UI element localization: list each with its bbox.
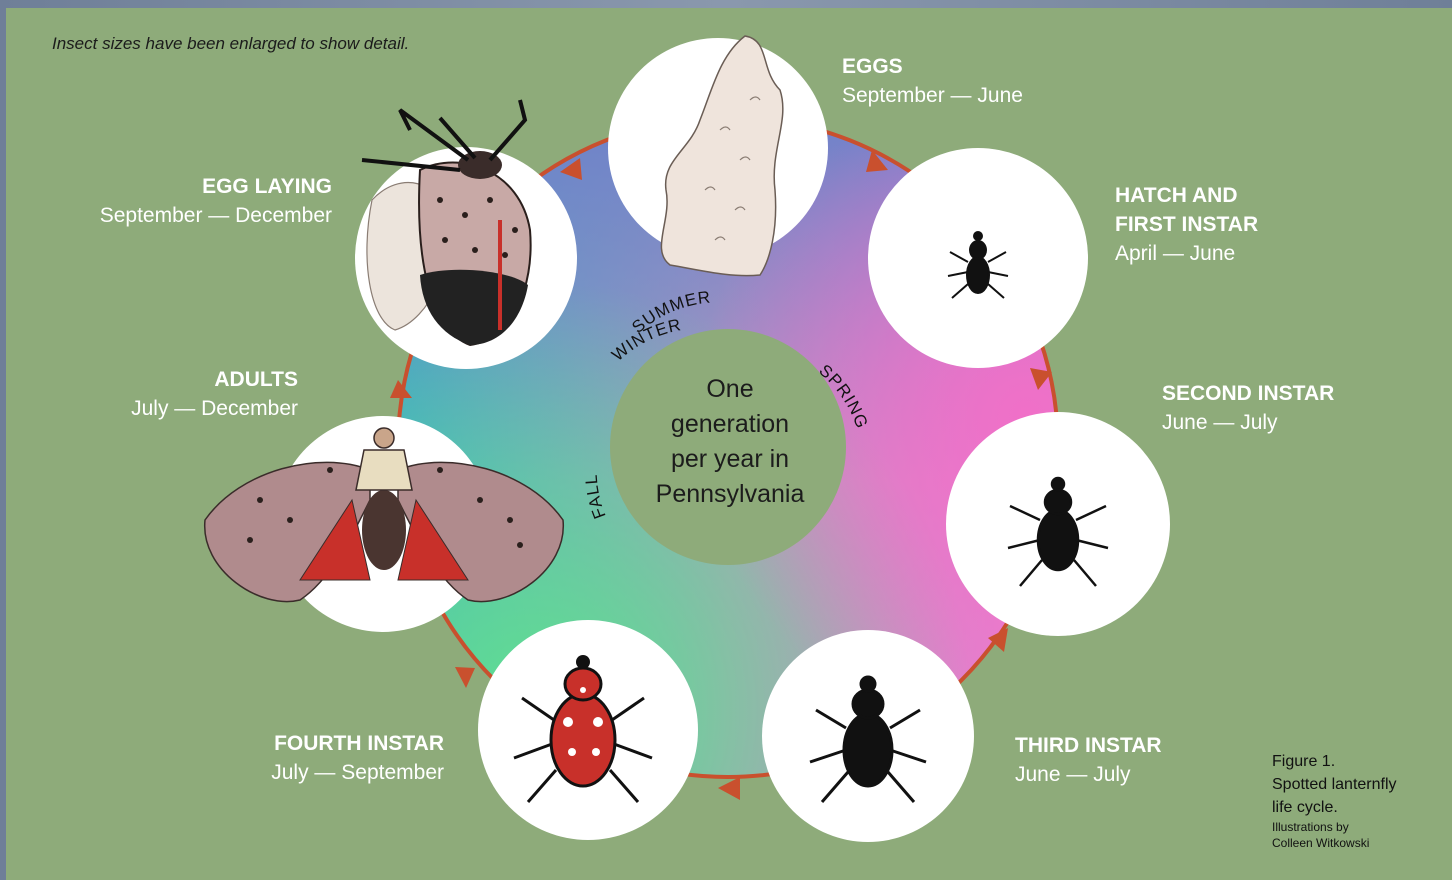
caption-credit: Illustrations by (1272, 819, 1397, 835)
stage-label-fourth-instar: FOURTH INSTAR July — September (220, 729, 444, 787)
stage-label-egg-laying: EGG LAYING September — December (60, 172, 332, 230)
center-line: per year in (610, 442, 850, 477)
stage-title: ADULTS (90, 365, 298, 394)
stage-title: EGGS (842, 52, 1023, 81)
center-line: generation (610, 407, 850, 442)
stage-title: THIRD INSTAR (1015, 731, 1162, 760)
arrow-icon (718, 777, 740, 800)
stage-circle-egg-laying (355, 100, 577, 369)
stage-circle-second-instar (946, 412, 1170, 636)
stage-label-second-instar: SECOND INSTAR June — July (1162, 379, 1334, 437)
arrow-icon (455, 667, 475, 688)
figure-caption: Figure 1. Spotted lanternfly life cycle.… (1272, 750, 1397, 851)
stage-label-first-instar: HATCH AND FIRST INSTAR April — June (1115, 181, 1258, 268)
stage-dates: April — June (1115, 239, 1258, 268)
stage-circle-first-instar (868, 148, 1088, 368)
stage-title: FOURTH INSTAR (220, 729, 444, 758)
stage-title: SECOND INSTAR (1162, 379, 1334, 408)
center-line: One (610, 372, 850, 407)
stage-dates: June — July (1015, 760, 1162, 789)
center-line: Pennsylvania (610, 477, 850, 512)
stage-dates: July — September (220, 758, 444, 787)
stage-dates: June — July (1162, 408, 1334, 437)
stage-circle-fourth-instar (478, 620, 698, 840)
size-note: Insect sizes have been enlarged to show … (52, 34, 409, 54)
stage-label-eggs: EGGS September — June (842, 52, 1023, 110)
stage-dates: September — June (842, 81, 1023, 110)
caption-line: Figure 1. (1272, 750, 1397, 773)
stage-label-adults: ADULTS July — December (90, 365, 298, 423)
stage-title: EGG LAYING (60, 172, 332, 201)
stage-circle-third-instar (762, 630, 974, 842)
caption-line: life cycle. (1272, 796, 1397, 819)
stage-label-third-instar: THIRD INSTAR June — July (1015, 731, 1162, 789)
egg-laying-adult-icon (362, 100, 531, 345)
caption-line: Spotted lanternfly (1272, 773, 1397, 796)
stage-dates: September — December (60, 201, 332, 230)
stage-dates: July — December (90, 394, 298, 423)
caption-credit: Colleen Witkowski (1272, 835, 1397, 851)
stage-title: HATCH AND FIRST INSTAR (1115, 181, 1258, 239)
center-text: One generation per year in Pennsylvania (610, 372, 850, 512)
